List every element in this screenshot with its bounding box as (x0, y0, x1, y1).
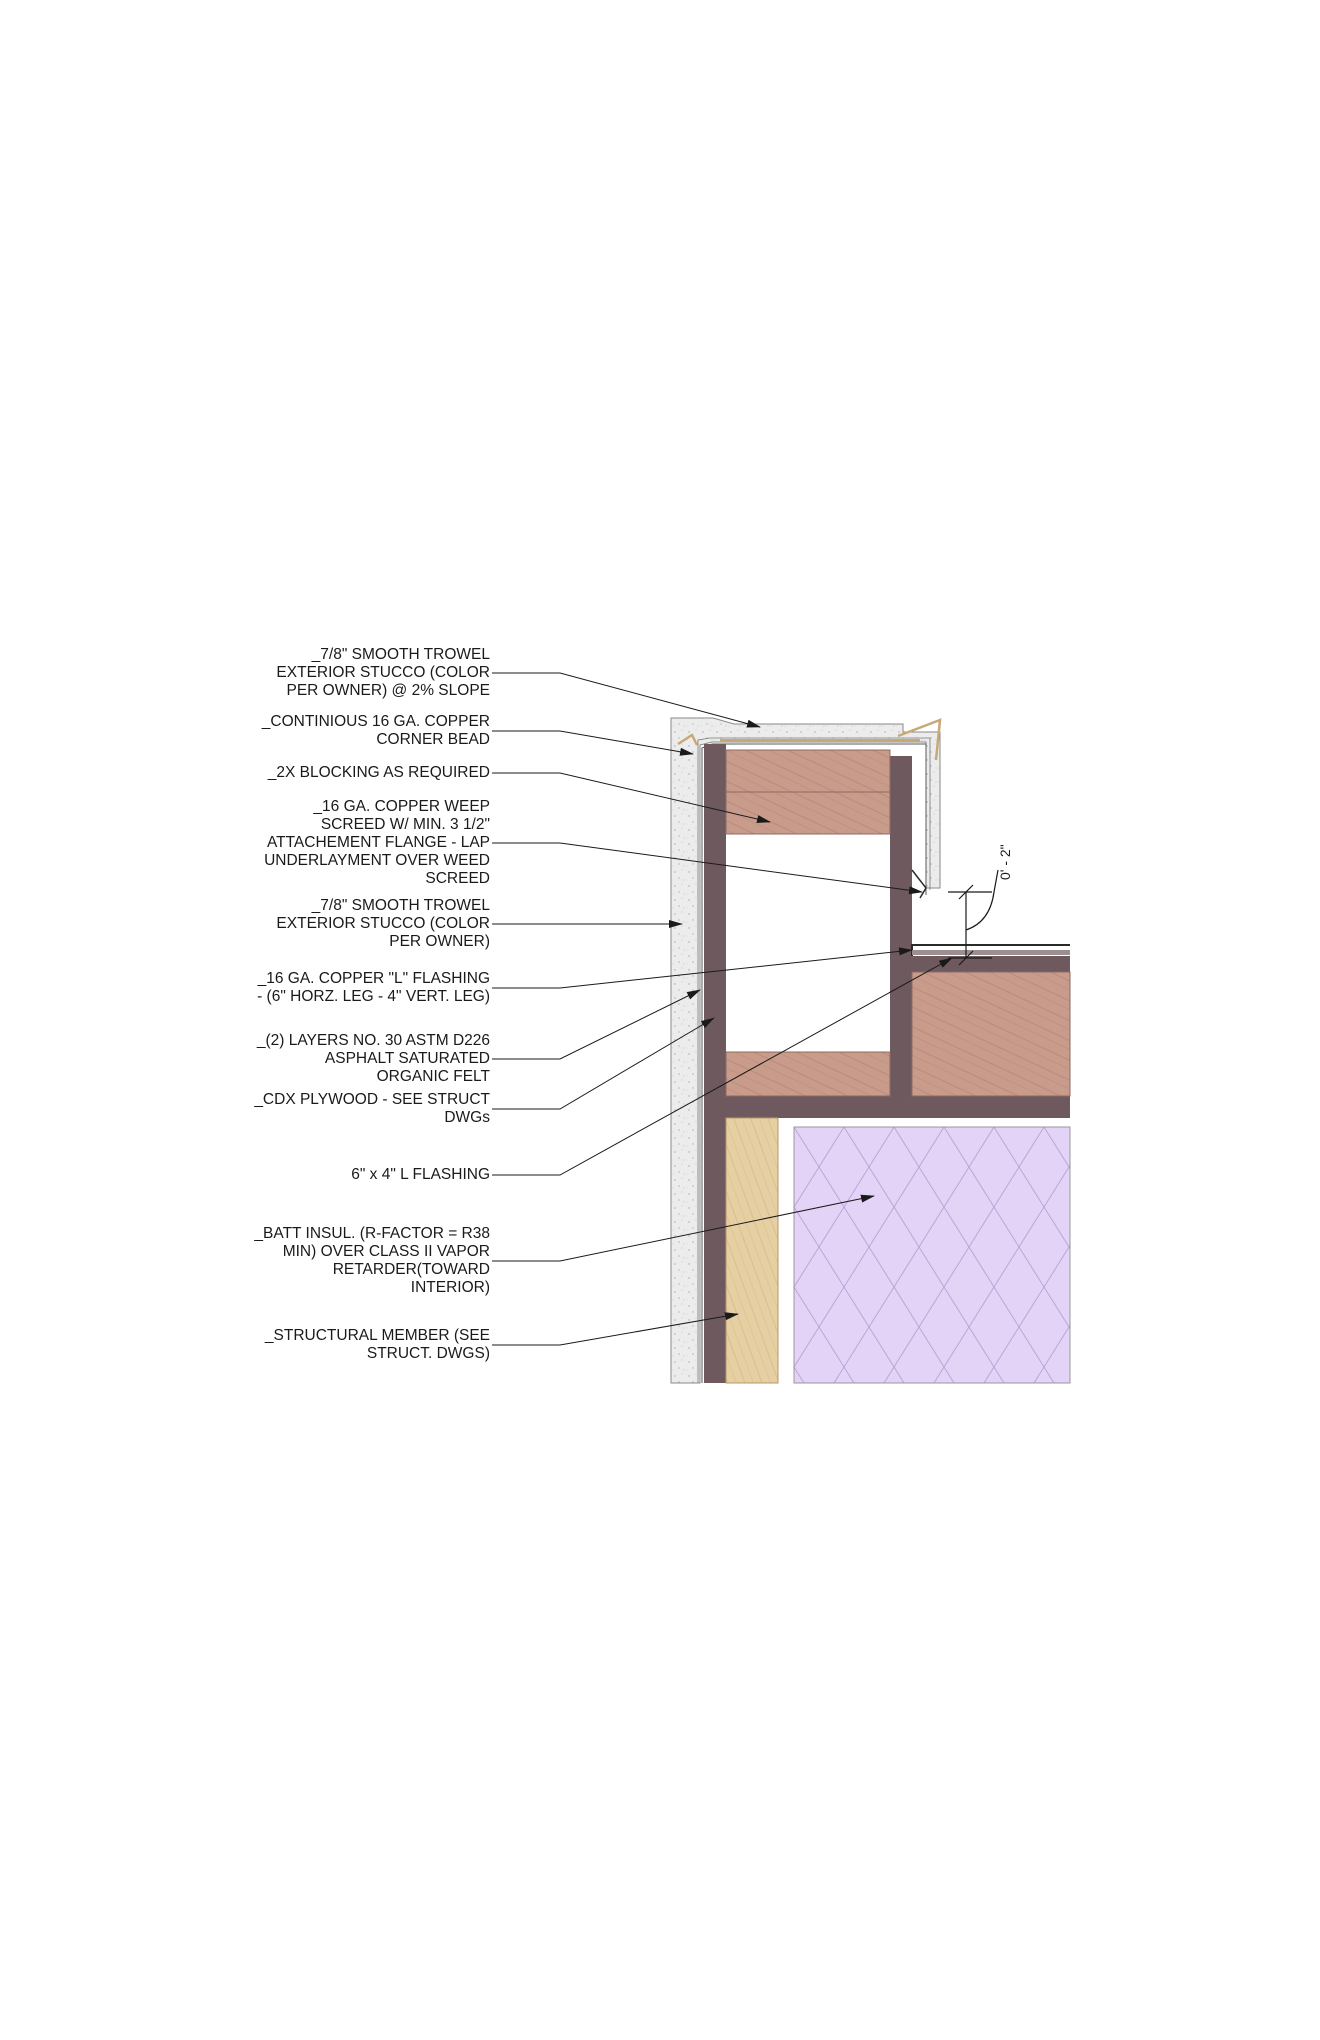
callout-plywood: _CDX PLYWOOD - SEE STRUCT DWGs (254, 1091, 490, 1126)
callout-weep-screed: _16 GA. COPPER WEEP SCREED W/ MIN. 3 1/2… (264, 798, 490, 887)
weep-screed-drip (911, 869, 927, 899)
roof-membrane (912, 950, 1070, 955)
blocking-bottom (725, 1051, 891, 1097)
callout-batt: _BATT INSUL. (R-FACTOR = R38 MIN) OVER C… (254, 1225, 490, 1296)
callout-stucco-wall: _7/8" SMOOTH TROWEL EXTERIOR STUCCO (COL… (276, 897, 490, 950)
leader-weep-screed (492, 842, 923, 895)
leader-lines (492, 672, 953, 1346)
structural-stud (725, 1117, 779, 1384)
leader-plywood (492, 1017, 715, 1110)
cap-top-copper (720, 739, 920, 742)
callout-l-flashing-6x4: 6" x 4" L FLASHING (351, 1166, 490, 1183)
leader-l-flashing (492, 947, 913, 989)
leader-corner-bead (492, 730, 694, 756)
batt-insulation (793, 1126, 1071, 1384)
leader-batt (492, 1194, 875, 1262)
callout-felt: _(2) LAYERS NO. 30 ASTM D226 ASPHALT SAT… (256, 1032, 490, 1085)
copper-corner-bead (677, 718, 942, 761)
cdx-plywood-exterior (704, 744, 726, 1383)
callout-structural: _STRUCTURAL MEMBER (SEE STRUCT. DWGS) (264, 1327, 490, 1362)
leader-stucco-cap (492, 672, 761, 728)
dimension-label: 0' - 2" (997, 844, 1013, 880)
roof-blocking (911, 971, 1071, 1097)
leader-felt (492, 989, 701, 1060)
callout-blocking: _2X BLOCKING AS REQUIRED (267, 764, 490, 781)
leader-l-flashing-6x4 (492, 957, 953, 1176)
dimension-0-2 (948, 869, 999, 966)
cdx-plywood-inner (890, 756, 912, 1096)
leader-blocking (492, 772, 771, 823)
callout-stucco-cap: _7/8" SMOOTH TROWEL EXTERIOR STUCCO (COL… (276, 646, 490, 699)
leader-structural (492, 1312, 739, 1346)
ceiling-plywood (726, 1096, 1070, 1118)
callout-corner-bead: _CONTINIOUS 16 GA. COPPER CORNER BEAD (261, 713, 490, 748)
felt-line (697, 737, 931, 1383)
callout-l-flashing: _16 GA. COPPER "L" FLASHING - (6" HORZ. … (257, 970, 490, 1005)
